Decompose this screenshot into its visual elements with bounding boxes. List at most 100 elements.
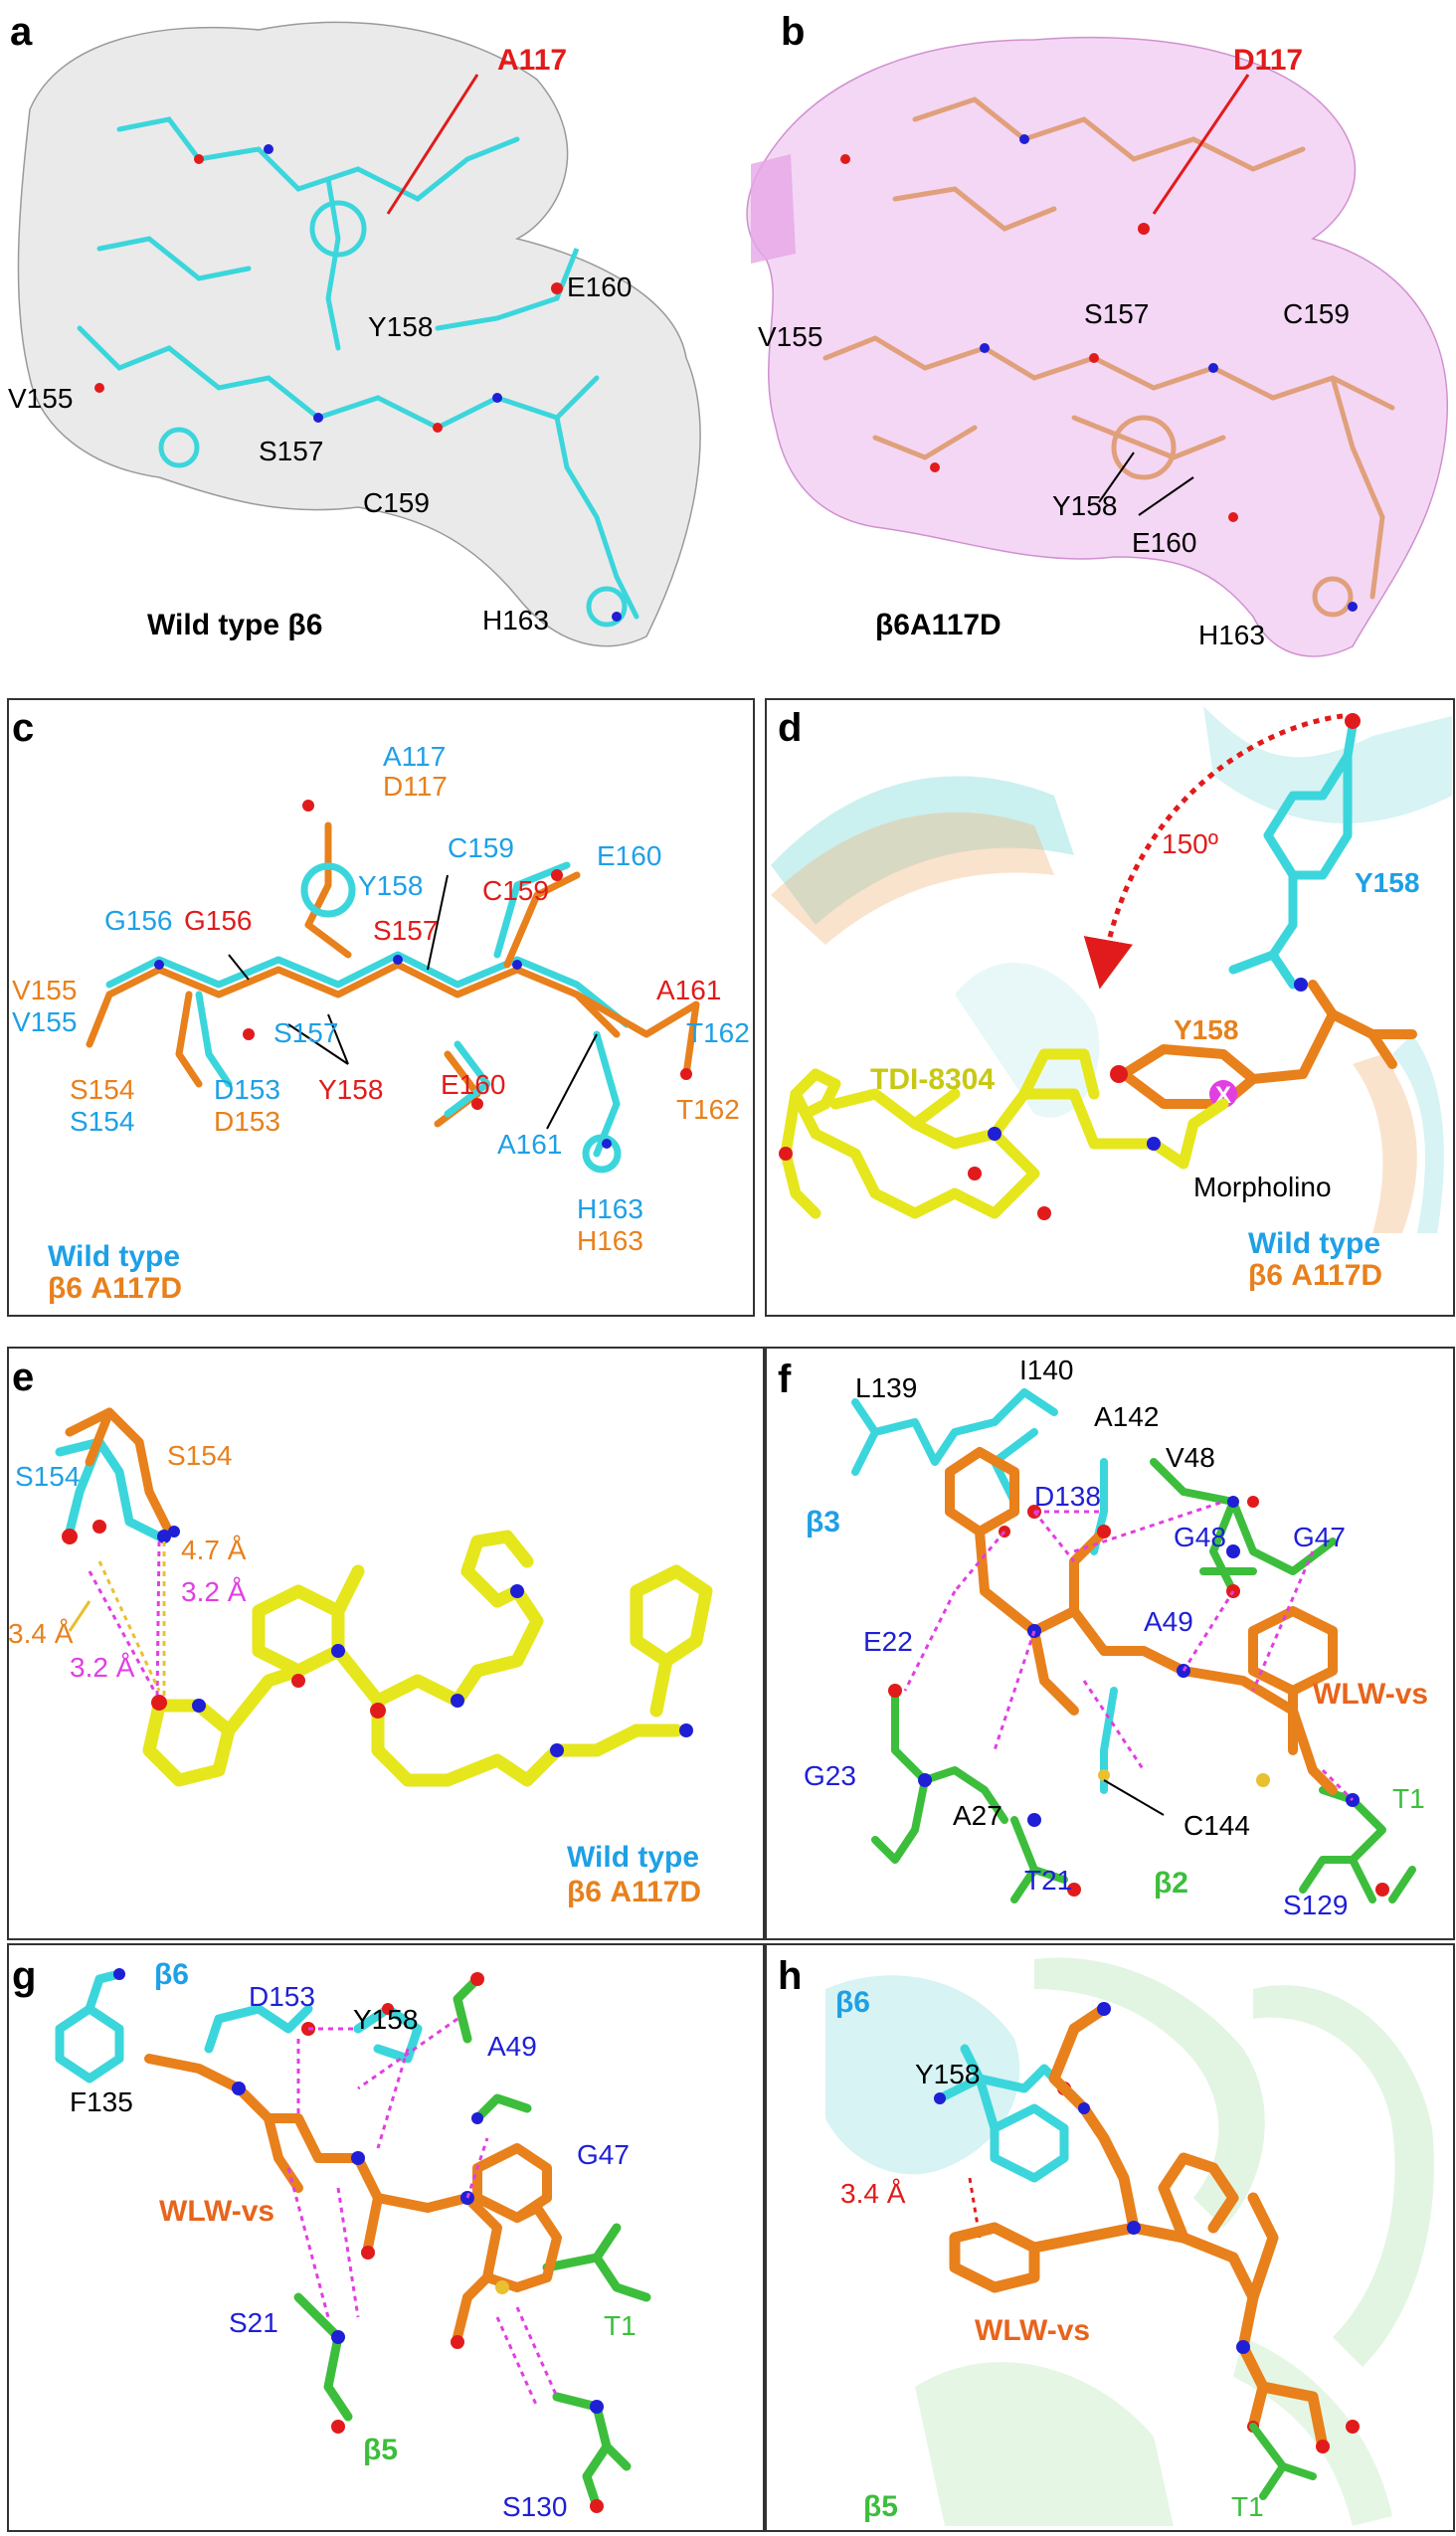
- label-v155-b: V155: [758, 321, 822, 352]
- panel-letter-c: c: [12, 706, 34, 750]
- wlw-vs-stick-h: [949, 2003, 1329, 2452]
- label-c-s154-orange: S154: [70, 1074, 134, 1105]
- ligand-e-oxygens: [151, 1674, 386, 1719]
- nitrogens-g: [113, 1968, 604, 2414]
- label-g-s21: S21: [229, 2307, 278, 2338]
- panel-h: h β6 Y158 3.4 Å WLW-vs β5 T1: [765, 1943, 1455, 2532]
- label-f-t21: T21: [1024, 1865, 1072, 1896]
- label-c-a161-cyan: A161: [497, 1129, 562, 1160]
- hbonds-f: [903, 1500, 1355, 1802]
- tdi8304-stick: [780, 1048, 1229, 1219]
- legend-e-wt: Wild type: [567, 1841, 699, 1874]
- e160-pointer-b: [1138, 476, 1194, 516]
- label-c-a161-red: A161: [656, 975, 721, 1005]
- panel-letter-g: g: [12, 1954, 36, 1998]
- overlay-sticks-c: [86, 821, 700, 1174]
- label-h-beta5: β5: [863, 2490, 898, 2523]
- label-c-h163-cyan: H163: [577, 1193, 643, 1224]
- label-f-t1: T1: [1392, 1783, 1425, 1814]
- t1-h-stick: [1249, 2423, 1317, 2500]
- label-c-y158-red: Y158: [318, 1074, 383, 1105]
- y158-orange-oxygen: [1110, 1065, 1128, 1083]
- angle-label: 150º: [1162, 828, 1218, 859]
- label-f-g47: G47: [1293, 1522, 1346, 1552]
- label-e-s154-orange: S154: [167, 1440, 232, 1471]
- nitrogens-h: [1078, 2002, 1250, 2354]
- ligand-e-nitrogens: [192, 1584, 693, 1757]
- c144-pointer: [1103, 1779, 1165, 1816]
- label-f-wlw: WLW-vs: [1313, 1678, 1428, 1711]
- label-c-h163-orange: H163: [577, 1225, 643, 1256]
- s154-sticks: [55, 1407, 174, 1541]
- label-c159: C159: [363, 487, 430, 518]
- tdi8304-oxygens: [779, 1147, 1051, 1220]
- wlw-vs-stick-f: [945, 1447, 1338, 1795]
- beta5-sticks-g: [293, 1974, 651, 2511]
- label-g-a49: A49: [487, 2031, 537, 2062]
- label-g-wlw: WLW-vs: [159, 2195, 274, 2228]
- s154-nitrogens: [157, 1526, 180, 1543]
- frame-c: [7, 698, 755, 1317]
- label-morpholino: Morpholino: [1193, 1172, 1332, 1202]
- label-c-s157-red: S157: [373, 915, 438, 946]
- label-f-a142: A142: [1094, 1401, 1159, 1432]
- label-c-e160-red: E160: [441, 1069, 505, 1100]
- label-g-s130: S130: [502, 2491, 567, 2522]
- frame-e: [7, 1347, 765, 1940]
- label-f-d138: D138: [1034, 1481, 1101, 1512]
- caption-b: β6A117D: [875, 609, 1001, 641]
- hbonds-g: [286, 2017, 559, 2408]
- label-f-i140: I140: [1019, 1355, 1074, 1385]
- label-c-c159-red: C159: [482, 875, 549, 906]
- nitrogen-atoms-a: [264, 144, 622, 622]
- caption-a: Wild type β6: [147, 609, 322, 641]
- label-h-wlw: WLW-vs: [975, 2314, 1090, 2347]
- panel-g: g β6 D153 Y158 A49 F135 G47 WLW-vs S21 T…: [7, 1943, 765, 2532]
- label-g-g47: G47: [577, 2139, 630, 2170]
- label-g-y158: Y158: [353, 2004, 418, 2035]
- label-g-beta6: β6: [154, 1958, 189, 1991]
- dist-e-3: 3.4 Å: [8, 1618, 74, 1649]
- density-map-a: [17, 21, 701, 647]
- label-y158: Y158: [368, 311, 433, 342]
- label-tdi8304: TDI-8304: [870, 1063, 995, 1096]
- tdi8304-nitrogens: [988, 1127, 1161, 1151]
- label-f-g48: G48: [1174, 1522, 1226, 1552]
- label-c159-b: C159: [1283, 298, 1350, 329]
- panel-letter-b: b: [781, 10, 805, 54]
- oxygens-h: [1247, 2420, 1360, 2453]
- label-c-d153-orange: D153: [214, 1106, 280, 1137]
- label-c-v155-orange: V155: [12, 975, 77, 1005]
- label-e-s154-cyan: S154: [15, 1461, 80, 1492]
- cartoon-bg-d: [771, 706, 1452, 1233]
- label-e160: E160: [567, 272, 632, 302]
- hbond-lines-e: [88, 1540, 166, 1702]
- frame-h: [765, 1943, 1455, 2532]
- sulfur-f: [1098, 1769, 1270, 1787]
- label-h-dist: 3.4 Å: [840, 2178, 906, 2209]
- a117-pointer: [386, 74, 479, 215]
- panel-letter-d: d: [778, 706, 802, 750]
- label-f-beta3: β3: [806, 1506, 840, 1539]
- sulfur-g: [495, 2280, 509, 2294]
- d3-pointer: [68, 1600, 91, 1632]
- label-c-c159: C159: [448, 832, 514, 863]
- legend-d-wt: Wild type: [1248, 1227, 1380, 1260]
- clash-marker: [1209, 1080, 1237, 1108]
- dist-e-2: 3.2 Å: [181, 1576, 247, 1607]
- density-side-b: [751, 154, 796, 264]
- y158-cyan-oxygen: [1345, 713, 1361, 729]
- panel-letter-a: a: [10, 10, 33, 54]
- legend-c-mut: β6 A117D: [48, 1272, 182, 1305]
- panel-letter-f: f: [778, 1358, 792, 1401]
- y158-cyan-nitrogen: [1294, 978, 1308, 992]
- label-s157: S157: [259, 436, 323, 466]
- panel-d: X d 150º Y158 Y158 TDI-8304 Morpholino W…: [765, 698, 1455, 1317]
- label-s157-b: S157: [1084, 298, 1149, 329]
- legend-d-mut: β6 A117D: [1248, 1259, 1382, 1292]
- frame-d: [765, 698, 1455, 1317]
- panel-a: a A117 E160 Y158 V155 S157 C159 H163 Wil…: [8, 10, 701, 647]
- label-g-beta5: β5: [363, 2434, 398, 2466]
- panel-e: e S154 S154 4.7 Å 3.2 Å 3.4 Å 3.2 Å Wild…: [7, 1347, 765, 1940]
